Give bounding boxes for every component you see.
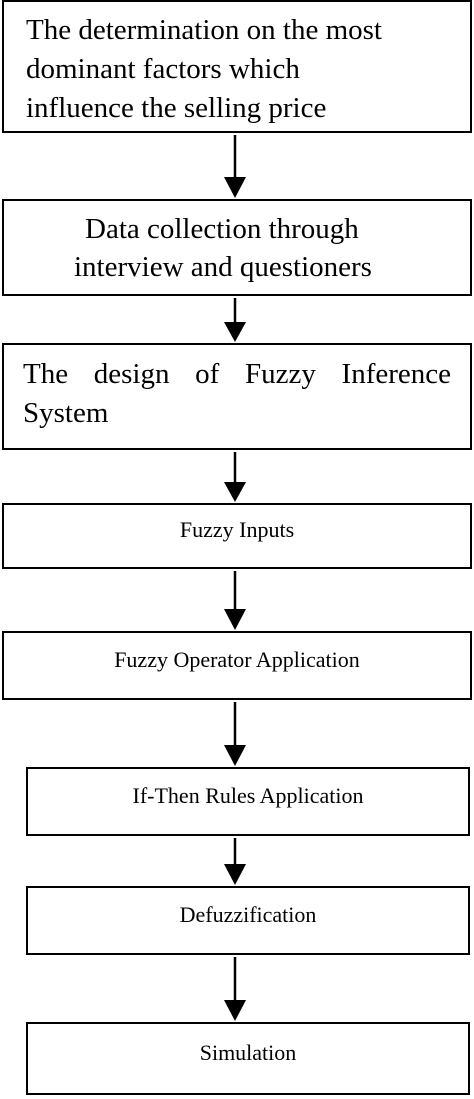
step-box-data-collection: Data collection through interview and qu… [2, 199, 472, 296]
step-text-line: interview and questioners [74, 251, 372, 283]
step-box-simulation: Simulation [26, 1022, 470, 1095]
step-box-fuzzy-operator: Fuzzy Operator Application [2, 631, 472, 700]
step-text-line: Simulation [199, 1040, 297, 1065]
arrow-6-to-7 [224, 838, 246, 885]
step-box-if-then-rules: If-Then Rules Application [26, 767, 470, 836]
step-box-defuzzification: Defuzzification [26, 886, 470, 955]
step-text-line: Data collection through [85, 213, 359, 245]
step-text-line: Defuzzification [179, 902, 317, 927]
arrow-5-to-6 [224, 702, 246, 766]
step-text-line: The determination on the most [26, 14, 382, 46]
arrow-3-to-4 [224, 452, 246, 502]
step-text-line: dominant factors which [26, 53, 300, 85]
arrow-1-to-2 [224, 135, 246, 198]
step-text-line: Fuzzy Operator Application [114, 647, 360, 672]
step-text-line: influence the selling price [26, 92, 327, 124]
arrow-7-to-8 [224, 957, 246, 1021]
step-box-fis-design: The design of Fuzzy Inference System [2, 343, 472, 450]
step-text-line: System [23, 397, 109, 429]
step-box-fuzzy-inputs: Fuzzy Inputs [2, 503, 472, 569]
step-box-determination: The determination on the most dominant f… [2, 0, 472, 133]
step-text-line: The design of Fuzzy Inference [23, 358, 451, 390]
arrow-4-to-5 [224, 571, 246, 630]
arrow-2-to-3 [224, 298, 246, 342]
step-text-line: Fuzzy Inputs [179, 517, 295, 542]
step-text-line: If-Then Rules Application [132, 783, 364, 808]
